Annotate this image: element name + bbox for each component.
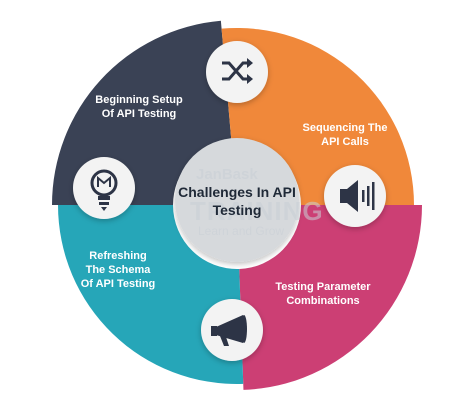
- label-beginning-setup: Beginning Setup Of API Testing: [95, 94, 183, 120]
- megaphone-icon: [201, 299, 263, 361]
- center-title: Challenges In API Testing: [178, 184, 296, 218]
- speaker-icon: [324, 165, 386, 227]
- segment-testing-parameters: [239, 205, 422, 390]
- watermark-brand: JanBask: [196, 166, 258, 183]
- watermark-name: TRAINING: [190, 196, 324, 226]
- lightbulb-icon: [73, 157, 135, 219]
- center-hub: [175, 138, 299, 262]
- segment-sequencing-calls: [221, 28, 414, 206]
- label-testing-parameters: Testing Parameter Combinations: [275, 281, 371, 307]
- shuffle-icon: [206, 41, 268, 103]
- segment-refreshing-schema: [58, 205, 244, 385]
- label-refreshing-schema: Refreshing The Schema Of API Testing: [80, 250, 156, 290]
- label-sequencing-calls: Sequencing The API Calls: [302, 122, 388, 148]
- watermark-tagline: Learn and Grow: [198, 224, 285, 238]
